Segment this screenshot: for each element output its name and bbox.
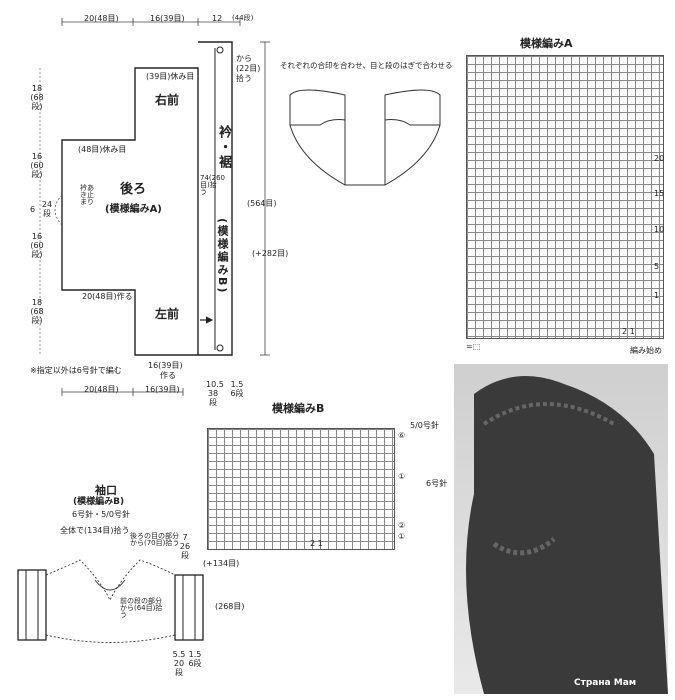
- sleeve-title: 袖口: [95, 484, 117, 497]
- pa-legend: =⬚: [466, 342, 481, 351]
- garment-photo: Страна Мам: [454, 364, 668, 694]
- sleeve-whole: 全体で(134目)拾う: [60, 526, 130, 535]
- watermark: Страна Мам: [574, 678, 637, 688]
- sleeve-d2: (+134目): [203, 559, 240, 568]
- right-total: (564目): [247, 199, 277, 208]
- top-dim-3: 12: [212, 14, 223, 23]
- pb-r1: ①: [398, 472, 406, 481]
- back-label: 後ろ: [120, 182, 147, 197]
- sleeve-needles: 6号針・5/0号針: [72, 510, 130, 519]
- needle-note: ※指定以外は6号針で編む: [30, 366, 122, 375]
- pa-bottom: 2 1: [622, 327, 635, 336]
- left-dim-a: 18(68段): [30, 84, 44, 111]
- collar-pattern: (模様編みB): [216, 218, 229, 295]
- pattern-a-grid: [466, 55, 664, 339]
- top-dim-1: 20(48目): [84, 14, 119, 23]
- pick-label: 拾う: [236, 74, 252, 83]
- pa-row-10: 10: [654, 225, 665, 234]
- left-dim-b: 16(60段): [30, 152, 44, 179]
- pb-r2: ②: [398, 521, 406, 530]
- left-dim-c2: 24段: [41, 200, 53, 218]
- armhole-stop: 衿あき止まり: [80, 184, 94, 206]
- right-front-label: 右前: [155, 93, 180, 107]
- left-dim-e: 18(68段): [30, 298, 44, 325]
- shrug-silhouette: [466, 376, 668, 694]
- collar-dims: 74(260目)拾う: [200, 174, 225, 196]
- sleeve-pattern: (模様編みB): [73, 497, 125, 507]
- pa-row-20: 20: [654, 154, 665, 163]
- pa-start: 編み始め: [630, 346, 662, 355]
- pick-from: から: [236, 54, 252, 63]
- pb-needle2: 6号針: [426, 479, 448, 488]
- pick-count: (22目): [236, 64, 261, 73]
- sleeve-d3: (268目): [215, 602, 245, 611]
- back-rest: (48目)休み目: [78, 145, 127, 154]
- sleeve-front-pick: 前の段の部分から(64目)拾う: [120, 597, 163, 619]
- pb-r1b: ①: [398, 532, 406, 541]
- left-dim-c: 6: [30, 205, 36, 214]
- pattern-a-title: 模様編みA: [520, 37, 573, 50]
- left-front-make2: 作る: [160, 371, 176, 380]
- pa-row-5: 5: [654, 262, 660, 271]
- sleeve-back-pick: 後ろの目の部分から(70目)拾う: [130, 532, 180, 547]
- bottom-dim-2: 16(39目): [145, 385, 180, 394]
- pb-needle1: 5/0号針: [410, 421, 439, 430]
- top-dim-3b: (44段): [232, 14, 254, 22]
- pattern-b-grid: [207, 428, 395, 550]
- right-front-rest: (39目)休み目: [146, 72, 195, 81]
- back-make: 20(48目)作る: [82, 292, 133, 301]
- pa-row-1: 1: [654, 291, 660, 300]
- left-front-make: 16(39目): [148, 361, 183, 370]
- assembly-caption: それぞれの合印を合わせ、目と段のはぎで合わせる: [280, 61, 453, 70]
- top-dim-2: 16(39目): [150, 14, 185, 23]
- pb-r6: ⑥: [398, 431, 406, 440]
- back-pattern: (模様編みA): [105, 204, 162, 215]
- pa-row-15: 15: [654, 189, 665, 198]
- left-front-label: 左前: [155, 307, 180, 321]
- pattern-b-title: 模様編みB: [272, 402, 325, 415]
- bottom-dim-1: 20(48目): [84, 385, 119, 394]
- left-dim-d: 16(60段): [30, 232, 44, 259]
- pb-bottom: 2 1: [310, 539, 323, 548]
- right-plus: (+282目): [252, 249, 289, 258]
- collar-label: 衿・裾: [216, 125, 231, 170]
